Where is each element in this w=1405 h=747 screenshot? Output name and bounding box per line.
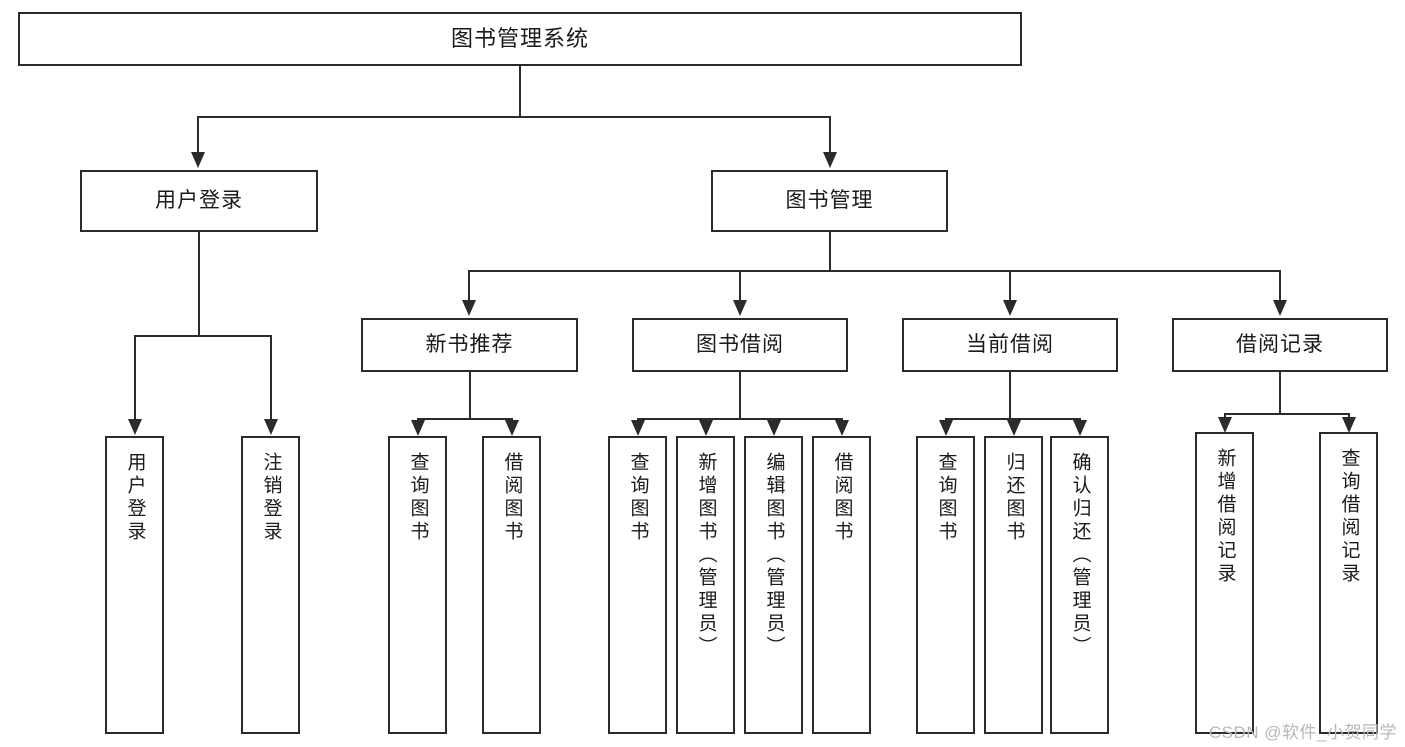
- arrow-to-new-book-recommend: [462, 300, 476, 316]
- arrow-to-user-login: [191, 152, 205, 168]
- connector-current-borrow-bus: [945, 418, 1079, 420]
- leaf-label: 借阅图书: [831, 452, 853, 544]
- leaf-label: 查询借阅记录: [1338, 448, 1360, 586]
- leaf-query-borrow-record[interactable]: 查询借阅记录: [1319, 432, 1378, 734]
- leaf-label: 借阅图书: [501, 452, 523, 544]
- leaf-add-book-admin[interactable]: 新增图书（管理员）: [676, 436, 735, 734]
- arrow-to-leaf-query-book-1: [411, 420, 425, 436]
- connector-root-drop-left: [197, 116, 199, 154]
- arrow-to-leaf-user-login: [128, 419, 142, 435]
- connector-book-borrow-stem: [739, 372, 741, 419]
- connector-borrow-record-stem: [1279, 372, 1281, 414]
- arrow-to-leaf-edit-book: [767, 420, 781, 436]
- node-root-book-management-system[interactable]: 图书管理系统: [18, 12, 1022, 66]
- connector-root-drop-right: [829, 116, 831, 154]
- node-borrow-record[interactable]: 借阅记录: [1172, 318, 1388, 372]
- leaf-borrow-book[interactable]: 借阅图书: [812, 436, 871, 734]
- connector-level3-drop-4: [1279, 270, 1281, 302]
- csdn-watermark: CSDN @软件_小贺同学: [1208, 723, 1397, 742]
- node-book-management[interactable]: 图书管理: [711, 170, 948, 232]
- node-label: 用户登录: [155, 189, 243, 213]
- leaf-return-book[interactable]: 归还图书: [984, 436, 1043, 734]
- arrow-to-book-management: [823, 152, 837, 168]
- connector-book-borrow-bus: [637, 418, 843, 420]
- leaf-edit-book-admin[interactable]: 编辑图书（管理员）: [744, 436, 803, 734]
- connector-book-management-stem: [829, 232, 831, 271]
- node-label: 图书借阅: [696, 333, 784, 357]
- connector-level3-drop-3: [1009, 270, 1011, 302]
- arrow-to-leaf-add-book: [699, 420, 713, 436]
- leaf-label: 新增图书（管理员）: [695, 452, 717, 659]
- node-label: 新书推荐: [425, 333, 514, 357]
- leaf-label: 查询图书: [935, 452, 957, 544]
- connector-root-stem: [519, 66, 521, 117]
- connector-new-book-stem: [469, 372, 471, 419]
- leaf-label: 用户登录: [124, 452, 146, 544]
- arrow-to-borrow-record: [1273, 300, 1287, 316]
- arrow-to-leaf-return-book: [1007, 420, 1021, 436]
- connector-user-login-bus: [134, 335, 272, 337]
- leaf-add-borrow-record[interactable]: 新增借阅记录: [1195, 432, 1254, 734]
- node-label: 图书管理系统: [450, 25, 589, 51]
- leaf-label: 新增借阅记录: [1214, 448, 1236, 586]
- arrow-to-book-borrow: [733, 300, 747, 316]
- leaf-confirm-return-admin[interactable]: 确认归还（管理员）: [1050, 436, 1109, 734]
- connector-level3-drop-1: [468, 270, 470, 302]
- arrow-to-leaf-borrow-book-1: [505, 420, 519, 436]
- connector-user-login-stem: [198, 232, 200, 336]
- node-label: 图书管理: [785, 189, 874, 213]
- node-current-borrow[interactable]: 当前借阅: [902, 318, 1118, 372]
- leaf-query-book-current[interactable]: 查询图书: [916, 436, 975, 734]
- leaf-label: 编辑图书（管理员）: [763, 452, 785, 659]
- leaf-user-login[interactable]: 用户登录: [105, 436, 164, 734]
- arrow-to-leaf-logout: [264, 419, 278, 435]
- connector-current-borrow-stem: [1009, 372, 1011, 419]
- node-book-borrow[interactable]: 图书借阅: [632, 318, 848, 372]
- leaf-label: 查询图书: [627, 452, 649, 544]
- leaf-label: 注销登录: [260, 452, 282, 544]
- connector-new-book-bus: [417, 418, 513, 420]
- arrow-to-leaf-add-record: [1218, 417, 1232, 433]
- connector-borrow-record-bus: [1224, 413, 1349, 415]
- node-label: 借阅记录: [1236, 333, 1324, 357]
- node-user-login[interactable]: 用户登录: [80, 170, 318, 232]
- arrow-to-leaf-borrow-book-2: [835, 420, 849, 436]
- leaf-label: 归还图书: [1003, 452, 1025, 544]
- leaf-query-book-recommend[interactable]: 查询图书: [388, 436, 447, 734]
- arrow-to-leaf-query-book-3: [939, 420, 953, 436]
- connector-level3-bus: [468, 270, 1280, 272]
- leaf-label: 确认归还（管理员）: [1069, 452, 1091, 659]
- connector-user-login-drop-2: [270, 335, 272, 420]
- leaf-borrow-book-recommend[interactable]: 借阅图书: [482, 436, 541, 734]
- connector-level3-drop-2: [739, 270, 741, 302]
- connector-user-login-drop-1: [134, 335, 136, 420]
- connector-root-bus: [197, 116, 831, 118]
- arrow-to-leaf-query-book-2: [631, 420, 645, 436]
- leaf-query-book-borrow[interactable]: 查询图书: [608, 436, 667, 734]
- connector-borrow-record-drop-1: [1224, 413, 1226, 419]
- arrow-to-current-borrow: [1003, 300, 1017, 316]
- leaf-label: 查询图书: [407, 452, 429, 544]
- node-new-book-recommend[interactable]: 新书推荐: [361, 318, 578, 372]
- connector-borrow-record-drop-2: [1348, 413, 1350, 419]
- arrow-to-leaf-confirm-return: [1073, 420, 1087, 436]
- arrow-to-leaf-query-record: [1342, 417, 1356, 433]
- leaf-logout[interactable]: 注销登录: [241, 436, 300, 734]
- node-label: 当前借阅: [966, 333, 1054, 357]
